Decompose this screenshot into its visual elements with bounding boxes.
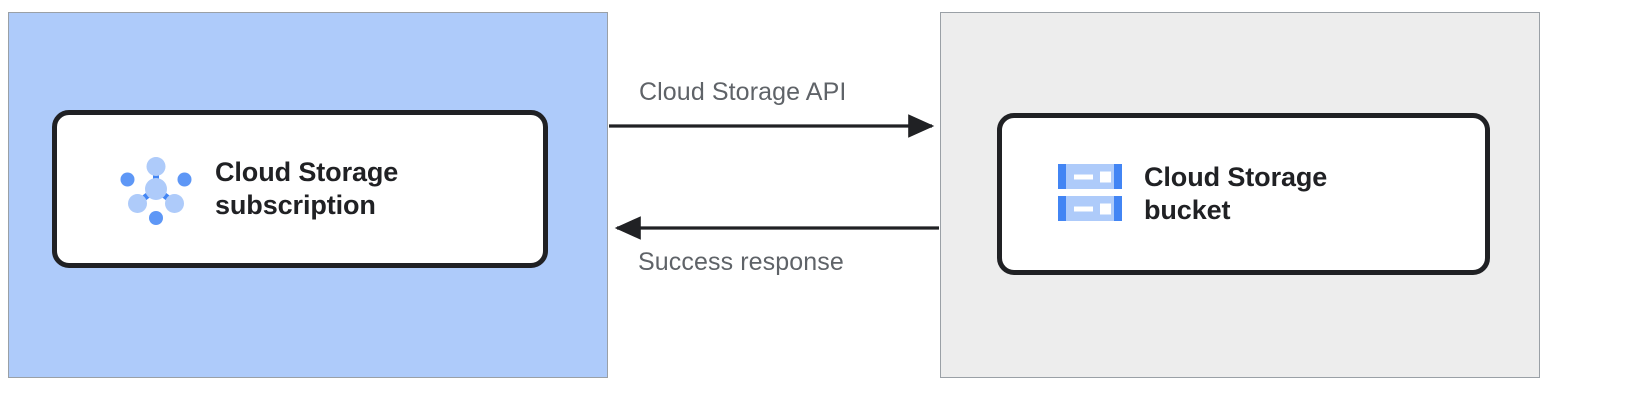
response-edge-label: Success response: [638, 248, 844, 276]
cloud-storage-bucket-label: Cloud Storage bucket: [1144, 162, 1328, 225]
cloud-storage-subscription-label: Cloud Storage subscription: [215, 157, 399, 220]
cloud-storage-bucket-node[interactable]: Cloud Storage bucket: [997, 113, 1490, 275]
cloud-storage-bucket-icon: [1058, 164, 1122, 221]
pubsub-subscription-icon: [120, 157, 192, 225]
cloud-storage-subscription-node[interactable]: Cloud Storage subscription: [52, 110, 548, 268]
request-edge-label: Cloud Storage API: [639, 78, 847, 106]
